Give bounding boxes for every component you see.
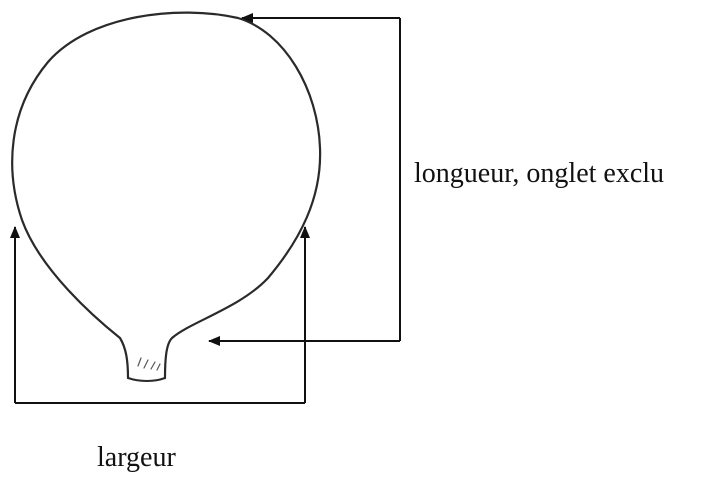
width-label: largeur xyxy=(97,442,176,473)
length-label: longueur, onglet exclu xyxy=(414,158,665,189)
petiole-base xyxy=(127,377,166,382)
width-bracket xyxy=(10,226,310,404)
petiole-hatching xyxy=(137,357,161,371)
leaf-outline xyxy=(11,11,322,380)
